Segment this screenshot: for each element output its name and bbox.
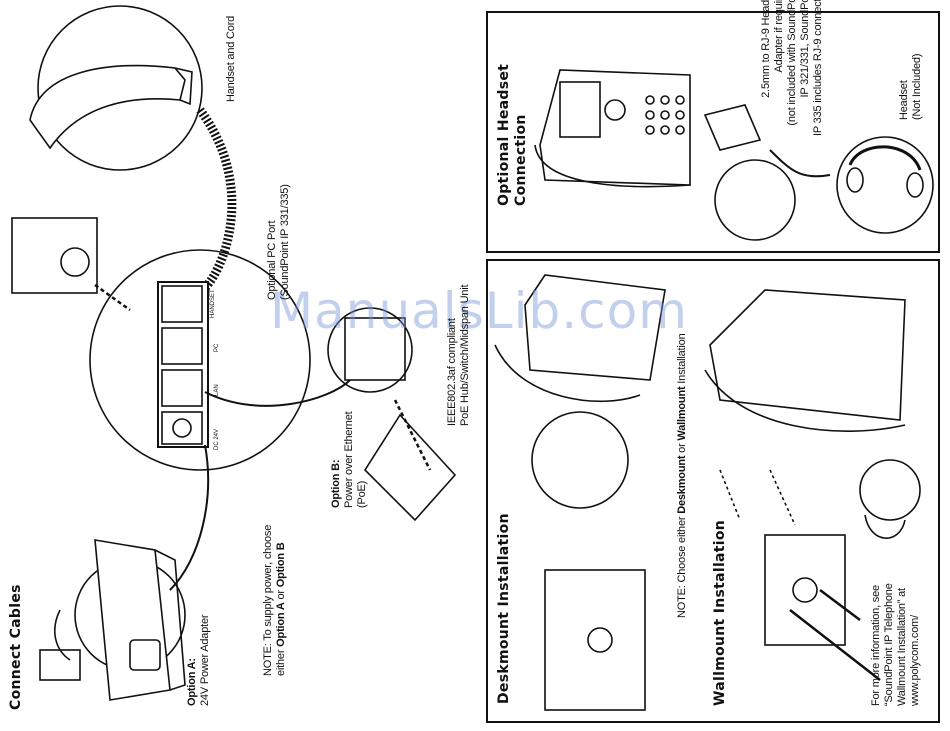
note-prefix: either bbox=[275, 646, 287, 676]
wallmount-title: Wallmount Installation bbox=[712, 519, 728, 706]
headset-line1: Headset bbox=[898, 80, 910, 120]
phone-ports-circle bbox=[89, 249, 311, 471]
adapter-line3: (not included with SoundPoint bbox=[786, 0, 798, 126]
deskmount-bracket bbox=[544, 569, 646, 711]
option-b-label: Option B: Power over Ethernet (PoE) bbox=[330, 412, 369, 508]
power-adapter-drawing bbox=[94, 539, 171, 701]
power-note-line1: NOTE: To supply power, choose bbox=[262, 524, 274, 676]
pc-port-label: Optional PC Port (SoundPoint IP 331/335) bbox=[266, 184, 292, 300]
adapter-line2: Adapter if required bbox=[773, 0, 785, 73]
headset-phone-drawing bbox=[539, 69, 691, 186]
power-note: NOTE: To supply power, choose either Opt… bbox=[262, 525, 288, 676]
ieee-label: IEEE802.3af compliant PoE Hub/Switch/Mid… bbox=[446, 285, 472, 426]
port-dc-label: DC 24V bbox=[214, 428, 220, 450]
headset-label: Headset (Not Included) bbox=[898, 54, 924, 120]
watermark: ManualsLib.com bbox=[270, 282, 688, 340]
option-a-label: Option A: 24V Power Adapter bbox=[186, 615, 212, 706]
port-pc-label: PC bbox=[214, 343, 220, 352]
wallmount-detail-circle bbox=[859, 459, 921, 521]
headset-title-line1: Optional Headset bbox=[496, 63, 512, 206]
headset-title-line2: Connection bbox=[513, 114, 529, 206]
option-b-line2: (PoE) bbox=[356, 480, 368, 508]
port-lan-socket bbox=[161, 369, 203, 407]
headset-jack-circle bbox=[714, 159, 796, 241]
poe-switch-drawing bbox=[363, 413, 457, 522]
option-b-title: Option B: bbox=[330, 459, 342, 508]
port-dc-socket bbox=[161, 411, 203, 445]
port-lan-label: LAN bbox=[214, 384, 220, 396]
deskmount-title: Deskmount Installation bbox=[496, 513, 512, 704]
lan-cable bbox=[204, 379, 351, 407]
wall-outlet bbox=[39, 649, 81, 681]
adapter-line4: IP 321/331, SoundPoint bbox=[799, 0, 811, 98]
mount-note-wallmount: Wallmount bbox=[676, 386, 688, 441]
note-option-a: Option A bbox=[275, 602, 287, 647]
headset-title: Optional Headset Connection bbox=[496, 64, 530, 206]
info-line1: For more information, see bbox=[870, 585, 882, 706]
info-line4: www.polycom.com/ bbox=[909, 615, 921, 706]
headset-frame bbox=[486, 11, 940, 253]
connect-cables-title: Connect Cables bbox=[8, 584, 24, 710]
power-note-line2: either Option A or Option B bbox=[275, 525, 288, 676]
option-b-line1: Power over Ethernet bbox=[343, 411, 355, 508]
option-a-line1: 24V Power Adapter bbox=[199, 614, 211, 706]
pc-port-line1: Optional PC Port bbox=[266, 220, 278, 300]
mount-note: NOTE: Choose either Deskmount or Wallmou… bbox=[676, 334, 689, 618]
info-line3: Wallmount Installation” at bbox=[896, 588, 908, 706]
keypad-dots bbox=[645, 95, 685, 135]
mount-note-or: or bbox=[676, 440, 688, 456]
handset-circle bbox=[37, 5, 203, 171]
headset-line2: (Not Included) bbox=[911, 53, 923, 120]
headset-circle bbox=[836, 136, 934, 234]
handset-drawing bbox=[29, 64, 186, 150]
mount-note-prefix: NOTE: Choose either bbox=[676, 513, 688, 618]
deskmount-phone-drawing bbox=[524, 274, 666, 381]
power-cable bbox=[169, 444, 210, 591]
screwdriver bbox=[789, 609, 881, 681]
port-pc-socket bbox=[161, 327, 203, 365]
adapter-line1: 2.5mm to RJ-9 Headset bbox=[760, 0, 772, 98]
mount-note-suffix: Installation bbox=[676, 333, 688, 387]
ieee-line2: PoE Hub/Switch/Midspan Unit bbox=[459, 284, 471, 426]
wallmount-phone-drawing bbox=[709, 289, 906, 421]
headset-adapter bbox=[703, 104, 762, 151]
port-handset-socket bbox=[161, 285, 203, 323]
handset-label: Handset and Cord bbox=[225, 15, 237, 102]
phone-back-thumbnail bbox=[11, 217, 98, 294]
option-a-title: Option A: bbox=[186, 658, 198, 706]
note-option-b: Option B bbox=[275, 542, 287, 588]
wallmount-info: For more information, see “SoundPoint IP… bbox=[870, 583, 922, 706]
adapter-line5: IP 335 includes RJ-9 connector) bbox=[812, 0, 824, 136]
pc-port-line2: (SoundPoint IP 331/335) bbox=[279, 184, 291, 300]
handset-cord bbox=[187, 107, 237, 304]
adapter-label: 2.5mm to RJ-9 Headset Adapter if require… bbox=[760, 0, 825, 136]
note-or: or bbox=[275, 587, 287, 603]
mounting-frame bbox=[486, 259, 940, 723]
poe-switch-circle bbox=[327, 307, 413, 393]
info-line2: “SoundPoint IP Telephone bbox=[883, 583, 895, 706]
deskmount-detail-circle bbox=[531, 411, 629, 509]
port-handset-label: HANDSET bbox=[210, 289, 216, 318]
ieee-line1: IEEE802.3af compliant bbox=[446, 318, 458, 426]
mount-note-deskmount: Deskmount bbox=[676, 455, 688, 514]
wallmount-bracket bbox=[764, 534, 846, 646]
